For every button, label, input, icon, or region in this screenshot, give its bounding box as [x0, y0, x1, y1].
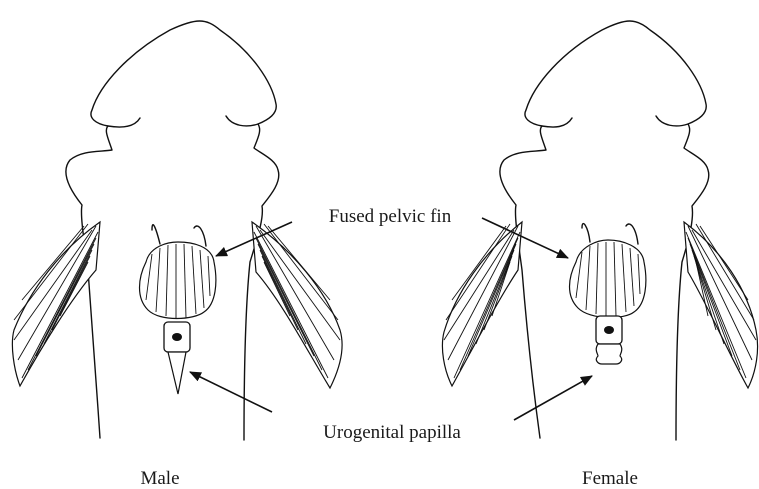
label-female: Female: [582, 468, 638, 489]
male-gill-curve-right: [226, 116, 258, 126]
male-fish: [12, 21, 342, 440]
label-urogenital-papilla: Urogenital papilla: [323, 422, 461, 443]
female-pelvic-fin: [570, 224, 646, 318]
male-left-pectoral-fin: [12, 222, 100, 386]
female-fish: [442, 21, 757, 440]
label-male: Male: [140, 468, 179, 489]
female-gill-curve-right: [656, 116, 688, 126]
female-left-pectoral-fin: [442, 222, 522, 386]
female-right-pectoral-fin: [684, 222, 758, 388]
female-urogenital-papilla: [596, 316, 622, 364]
arrow-urogenital-papilla-male: [190, 372, 272, 412]
male-urogenital-papilla: [164, 322, 190, 394]
arrow-urogenital-papilla-female: [514, 376, 592, 420]
male-right-pectoral-fin: [252, 222, 342, 388]
male-gill-curve-left: [108, 118, 140, 127]
female-gill-curve-left: [542, 118, 572, 127]
male-pelvic-fin: [140, 225, 216, 319]
label-fused-pelvic-fin: Fused pelvic fin: [329, 206, 452, 227]
female-body-outline: [500, 21, 709, 440]
